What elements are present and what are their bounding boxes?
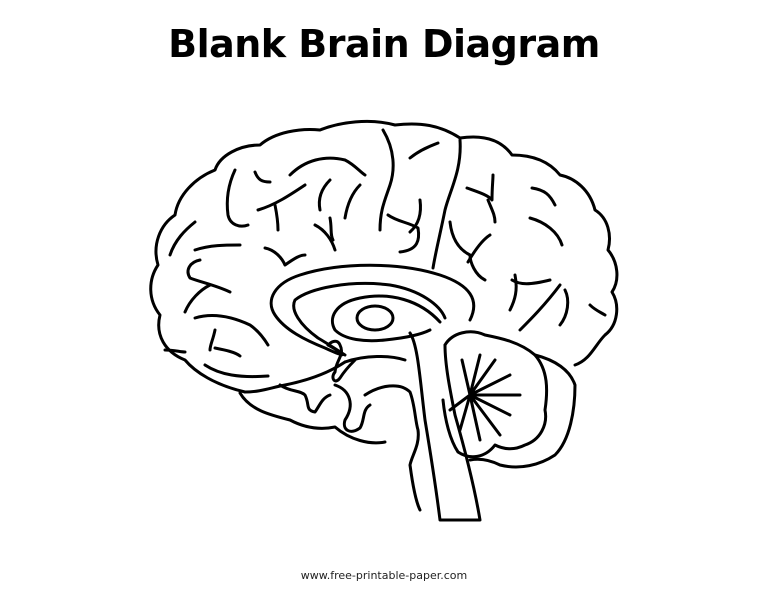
sulcus — [328, 216, 335, 242]
temporal-base-2 — [278, 383, 332, 414]
parieto-occipital-sulcus — [431, 138, 462, 270]
midbrain — [343, 355, 407, 364]
sulcus — [193, 243, 242, 252]
sulcus — [408, 141, 440, 160]
sulcus — [508, 273, 518, 312]
thalamus — [355, 304, 395, 332]
sulcus — [225, 168, 250, 228]
cerebrum-outline — [149, 119, 619, 394]
sulcus — [386, 213, 421, 254]
cerebellum-arbor — [448, 353, 522, 442]
sulcus — [253, 170, 272, 184]
sulcus — [465, 173, 495, 202]
pons — [363, 384, 422, 512]
sulcus — [163, 348, 187, 354]
tentorium-line — [518, 283, 562, 332]
sulcus — [213, 346, 242, 358]
footer-url: www.free-printable-paper.com — [300, 569, 468, 582]
sulcus — [317, 178, 332, 212]
corpus-callosum — [269, 263, 476, 357]
hypothalamus — [326, 339, 357, 383]
sulcus — [313, 223, 337, 252]
sulcus — [193, 314, 270, 347]
sulcus — [528, 216, 564, 247]
cerebellum — [441, 330, 549, 459]
temporal-base — [333, 383, 372, 433]
sulcus — [186, 258, 232, 294]
page-title: Blank Brain Diagram — [168, 22, 600, 66]
sulcus — [588, 303, 607, 317]
sulcus — [558, 288, 570, 327]
central-sulcus — [378, 128, 395, 232]
sulcus — [510, 278, 552, 286]
sulcus — [530, 186, 557, 207]
temporal-underside — [238, 391, 387, 445]
corpus-callosum-inner — [292, 282, 447, 357]
cerebellum-outer-lobe — [468, 353, 577, 469]
fornix — [330, 294, 442, 343]
sulcus — [486, 198, 497, 224]
sulcus — [183, 283, 212, 314]
sulcus — [408, 198, 422, 234]
sulcus — [288, 156, 367, 177]
sulcus — [256, 183, 307, 212]
sulcus — [203, 363, 270, 379]
sulcus — [263, 246, 307, 267]
sulcus — [168, 220, 197, 257]
sulcus — [273, 203, 280, 232]
sulcus — [208, 328, 217, 352]
brainstem — [408, 331, 482, 522]
sulcus — [448, 220, 487, 282]
sulcus — [343, 183, 362, 220]
temporal-lobe-edge — [243, 360, 347, 394]
sulcus — [466, 233, 492, 264]
